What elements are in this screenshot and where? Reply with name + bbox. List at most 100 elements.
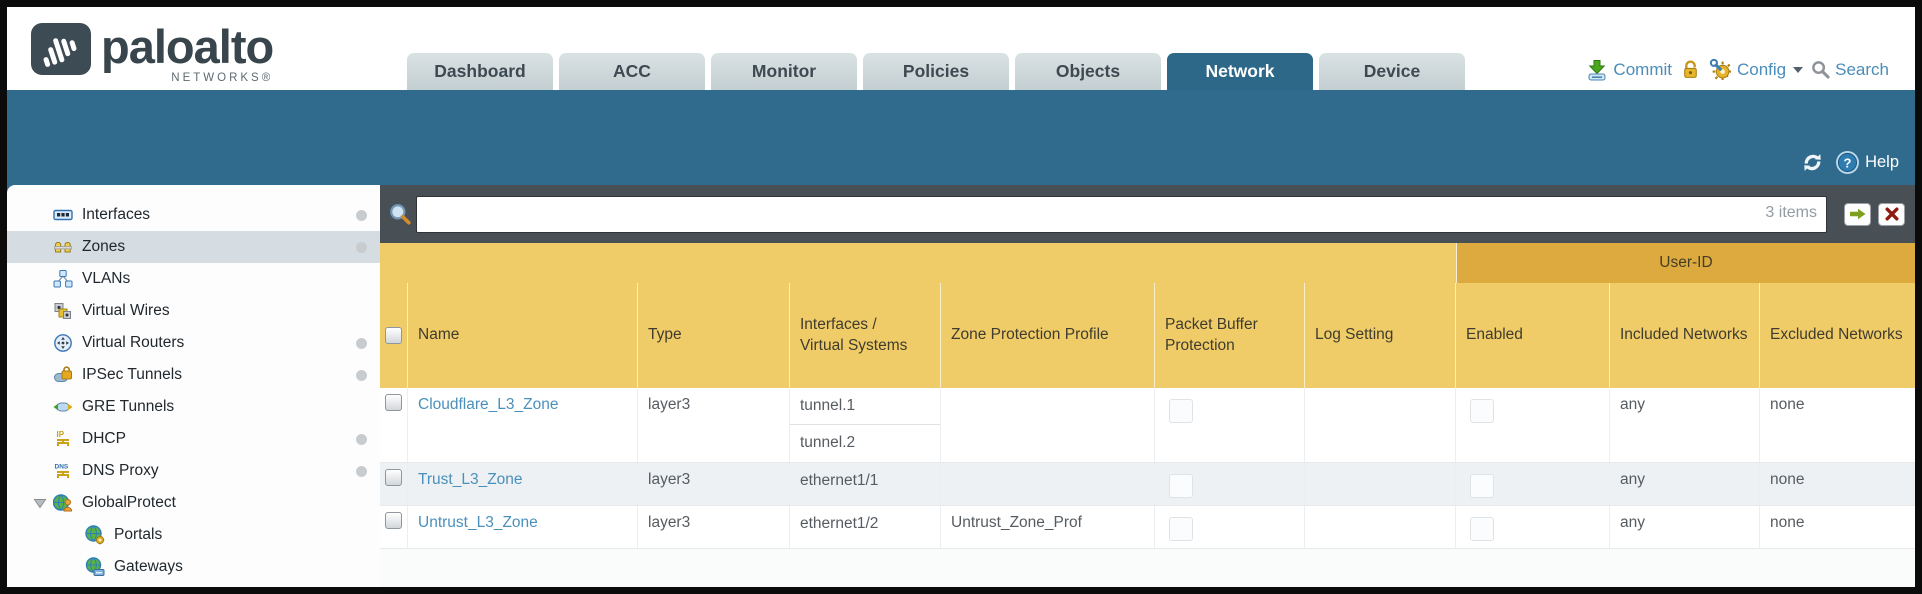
search-label: Search [1835,59,1889,79]
row-checkbox[interactable] [385,394,402,411]
status-dot [356,434,367,445]
sidebar-item-vlans[interactable]: VLANs [7,263,380,295]
globalprotect-icon [53,493,75,513]
sidebar-item-label: DHCP [82,430,126,447]
column-header-name[interactable]: Name [408,283,638,388]
user-id-enabled-checkbox[interactable] [1470,474,1494,498]
column-header-enabled[interactable]: Enabled [1456,283,1610,388]
zone-type-cell: layer3 [638,388,790,462]
zone-name-cell: Cloudflare_L3_Zone [408,388,638,462]
included-networks-cell: any [1610,463,1760,505]
interfaces-icon [53,205,75,225]
items-count: 3 items [1765,203,1817,221]
refresh-icon[interactable] [1800,150,1825,175]
virtual-routers-icon [53,333,75,353]
lock-icon[interactable] [1680,59,1701,80]
dns-proxy-icon: DNS [53,461,75,481]
virtual-wires-icon [53,301,75,321]
tab-acc[interactable]: ACC [559,53,705,90]
teal-header-band: ? Help [7,90,1915,185]
column-header-included-networks[interactable]: Included Networks [1610,283,1760,388]
content-area: 3 items User-ID [380,185,1915,587]
expander-triangle-icon[interactable] [33,497,53,510]
sidebar-item-label: Zones [82,238,126,255]
status-dot [356,370,367,381]
interfaces-cell: ethernet1/1 [790,463,941,505]
config-caret-icon [1793,66,1804,73]
search-button[interactable]: Search [1811,60,1889,80]
column-header-excluded-networks[interactable]: Excluded Networks [1770,326,1903,344]
tab-device[interactable]: Device [1319,53,1465,90]
sidebar-item-label: Virtual Wires [82,302,170,319]
tab-dashboard[interactable]: Dashboard [407,53,553,90]
config-label: Config [1736,59,1787,79]
green-arrow-icon [1849,208,1865,220]
column-header-type[interactable]: Type [638,283,790,388]
row-checkbox[interactable] [385,469,402,486]
sidebar-item-interfaces[interactable]: Interfaces [7,199,380,231]
zone-name-link[interactable]: Trust_L3_Zone [418,471,523,488]
zone-protection-profile-cell: Untrust_Zone_Prof [941,506,1155,548]
config-menu-button[interactable]: Config [1709,58,1804,81]
interface-entry: tunnel.1 [790,388,940,425]
zone-protection-profile-cell [941,463,1155,505]
packet-buffer-protection-checkbox[interactable] [1169,474,1193,498]
packet-buffer-protection-checkbox[interactable] [1169,399,1193,423]
commit-icon [1588,59,1606,80]
top-actions: Commit Config [1586,58,1889,81]
column-header-zone-protection-profile[interactable]: Zone Protection Profile [941,283,1155,388]
table-group-header: User-ID [380,243,1915,283]
svg-text:IP: IP [57,430,65,439]
row-select-cell [380,506,408,548]
commit-button[interactable]: Commit [1586,59,1672,81]
zone-name-link[interactable]: Cloudflare_L3_Zone [418,396,559,413]
interfaces-cell: ethernet1/2 [790,506,941,548]
sidebar-item-globalprotect[interactable]: GlobalProtect [7,487,380,519]
packet-buffer-protection-cell [1155,463,1305,505]
excluded-networks-cell: none [1770,471,1805,488]
sidebar-item-gateways[interactable]: Gateways [7,551,380,583]
apply-filter-button[interactable] [1844,202,1871,226]
filter-input[interactable] [416,195,1827,233]
tab-policies[interactable]: Policies [863,53,1009,90]
help-button[interactable]: ? Help [1835,150,1899,175]
column-header-packet-buffer-protection[interactable]: Packet Buffer Protection [1155,283,1305,388]
clear-filter-button[interactable] [1878,202,1905,226]
tab-objects[interactable]: Objects [1015,53,1161,90]
user-id-enabled-cell [1456,463,1610,505]
red-x-icon [1885,207,1898,221]
sidebar-item-ipsec-tunnels[interactable]: IPSec Tunnels [7,359,380,391]
row-checkbox[interactable] [385,512,402,529]
user-id-enabled-checkbox[interactable] [1470,399,1494,423]
user-id-enabled-checkbox[interactable] [1470,517,1494,541]
tab-monitor[interactable]: Monitor [711,53,857,90]
zone-name-link[interactable]: Untrust_L3_Zone [418,514,538,531]
commit-label: Commit [1613,59,1672,79]
sidebar-item-virtual-wires[interactable]: Virtual Wires [7,295,380,327]
status-dot [356,242,367,253]
sidebar-item-zones[interactable]: Zones [7,231,380,263]
column-header-interfaces-virtual-systems[interactable]: Interfaces / Virtual Systems [790,283,941,388]
user-id-enabled-cell [1456,388,1610,462]
sidebar-item-dhcp[interactable]: IP DHCP [7,423,380,455]
sidebar-item-portals[interactable]: Portals [7,519,380,551]
tab-network[interactable]: Network [1167,53,1313,90]
interface-entry: ethernet1/2 [800,515,879,532]
included-networks-cell: any [1610,506,1760,548]
brand-networks: NETWORKS® [171,72,274,84]
portals-icon [85,525,107,545]
sidebar-item-virtual-routers[interactable]: Virtual Routers [7,327,380,359]
packet-buffer-protection-cell [1155,506,1305,548]
column-header-log-setting[interactable]: Log Setting [1305,283,1456,388]
sidebar-item-gre-tunnels[interactable]: GRE Tunnels [7,391,380,423]
select-all-checkbox[interactable] [385,327,402,344]
packet-buffer-protection-checkbox[interactable] [1169,517,1193,541]
help-label: Help [1865,153,1899,171]
